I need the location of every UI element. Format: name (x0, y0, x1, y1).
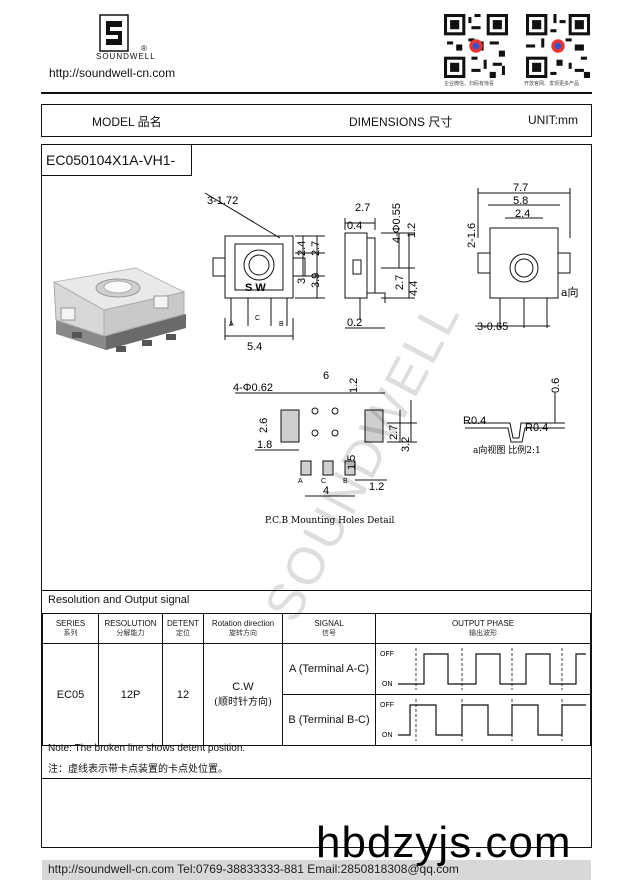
pcb-dim-4: 1.8 (257, 439, 272, 451)
qr-caption-2: 开放官网、发现更多产品 (524, 81, 580, 87)
front-dim-3: 3 (296, 278, 308, 284)
side-dim-4: 1.2 (406, 223, 418, 238)
product-image (52, 267, 186, 352)
registered-mark: ® (141, 44, 147, 53)
pcb-pin-c: C (321, 478, 326, 485)
detent-value: 12 (162, 643, 204, 746)
drawing-frame (41, 144, 592, 848)
unit-label: UNIT:mm (528, 113, 578, 127)
phase-a-off: OFF (380, 651, 394, 658)
pcb-dim-3: 2.6 (258, 418, 270, 433)
header-series: SERIES (55, 619, 86, 628)
side-dim-5: 2.7 (394, 275, 406, 290)
dimensions-label: DIMENSIONS 尺寸 (349, 115, 453, 129)
phase-b-off: OFF (380, 702, 394, 709)
title-bar (41, 104, 592, 137)
pcb-dim-7: 1.5 (346, 455, 358, 470)
section-title: Resolution and Output signal (48, 594, 190, 606)
header-signal-cn: 信号 (322, 629, 336, 637)
note-english: Note: The broken line shows detent posit… (48, 743, 246, 754)
model-label: MODEL 品名 (92, 115, 162, 129)
phase-a-cell: OFF ON (375, 643, 591, 695)
front-dim-1: 2.4 (296, 241, 308, 256)
qr-caption-1: 企业微信、扫码有惊喜 (444, 81, 495, 87)
signal-a: A (Terminal A-C) (282, 643, 376, 695)
detail-radius-2: R0.4 (525, 422, 548, 434)
qr-code-icon (444, 14, 508, 78)
dimension-drawing: 3-1.72 S W A C B 5.4 2.4 2.7 3 3.9 2.7 0… (204, 182, 579, 526)
pcb-dim-1: 6 (323, 370, 329, 382)
pcb-pin-b: B (343, 478, 348, 485)
note-chinese: 注：虚线表示带卡点装置的卡点处位置。 (48, 764, 228, 775)
phase-b-waveform: OFF ON (380, 699, 586, 741)
phase-b-cell: OFF ON (375, 694, 591, 746)
top-dim-2: 5.8 (513, 195, 528, 207)
pcb-dim-6: 3.2 (400, 437, 412, 452)
rotation-cn: (顺时针方向) (214, 697, 272, 708)
front-dim-4: 3.9 (310, 273, 322, 288)
top-dim-5: 3-0.65 (477, 321, 508, 333)
a-view-label: a向 (561, 285, 579, 299)
front-width-dim: 5.4 (247, 341, 262, 353)
header-rule (41, 92, 592, 94)
soundwell-logo (99, 14, 129, 52)
front-angle-dim: 3-1.72 (207, 195, 238, 207)
header-signal: SIGNAL (314, 619, 344, 628)
footer-bar (42, 860, 591, 880)
header-series-cn: 系列 (63, 629, 78, 637)
side-dim-6: 4.4 (408, 281, 420, 296)
footer-text: http://soundwell-cn.com Tel:0769-3883333… (48, 862, 459, 876)
pcb-dim-2: 1.2 (348, 378, 360, 393)
pcb-pin-a: A (298, 478, 303, 485)
top-dim-1: 7.7 (513, 182, 528, 194)
detail-caption: a向视图 比例2:1 (473, 444, 541, 456)
side-dim-7: 0.2 (347, 317, 362, 329)
brand-url[interactable]: http://soundwell-cn.com (49, 66, 176, 80)
brand-name: SOUNDWELL (96, 52, 156, 61)
top-dim-4: 2-1.6 (466, 223, 478, 248)
pcb-holes-dim: 4-Φ0.62 (233, 382, 273, 394)
pcb-dim-5: 2.7 (388, 425, 400, 440)
pcb-caption: P.C.B Mounting Holes Detail (265, 516, 394, 526)
header-detent-cn: 定位 (176, 629, 190, 637)
front-pin-c: C (255, 315, 260, 322)
series-value: EC05 (42, 643, 99, 746)
header-rotation: Rotation direction (211, 619, 275, 628)
phase-b-on: ON (382, 732, 393, 739)
side-dim-2: 0.4 (347, 220, 362, 232)
front-pin-a: A (229, 321, 234, 328)
header-resolution: RESOLUTION (104, 619, 157, 628)
front-dim-2: 2.7 (310, 241, 322, 256)
rotation-value: C.W (232, 681, 254, 693)
site-watermark: hbdzyjs.com (316, 818, 572, 867)
side-dim-1: 2.7 (355, 202, 370, 214)
header-output-phase-cn: 输出波形 (469, 629, 497, 637)
top-dim-3: 2.4 (515, 208, 530, 220)
front-pin-b: B (279, 321, 284, 328)
phase-a-waveform: OFF ON (380, 648, 586, 690)
qr-code-icon (526, 14, 590, 78)
model-code: EC050104X1A-VH1- (46, 152, 176, 168)
front-sw-label: S W (245, 282, 266, 294)
detail-radius-1: R0.4 (463, 415, 486, 427)
side-holes-dim: 4-Φ0.55 (391, 203, 403, 243)
header-detent: DETENT (167, 619, 199, 628)
header-output-phase: OUTPUT PHASE (451, 619, 515, 628)
detail-dim-1: 0.6 (550, 378, 562, 393)
phase-a-on: ON (382, 681, 393, 688)
header-resolution-cn: 分解能力 (116, 629, 145, 637)
signal-b: B (Terminal B-C) (282, 694, 376, 746)
pcb-dim-9: 1.2 (369, 481, 384, 493)
resolution-value: 12P (98, 643, 163, 746)
pcb-dim-8: 4 (323, 485, 329, 497)
header-rotation-cn: 旋转方向 (229, 629, 257, 637)
